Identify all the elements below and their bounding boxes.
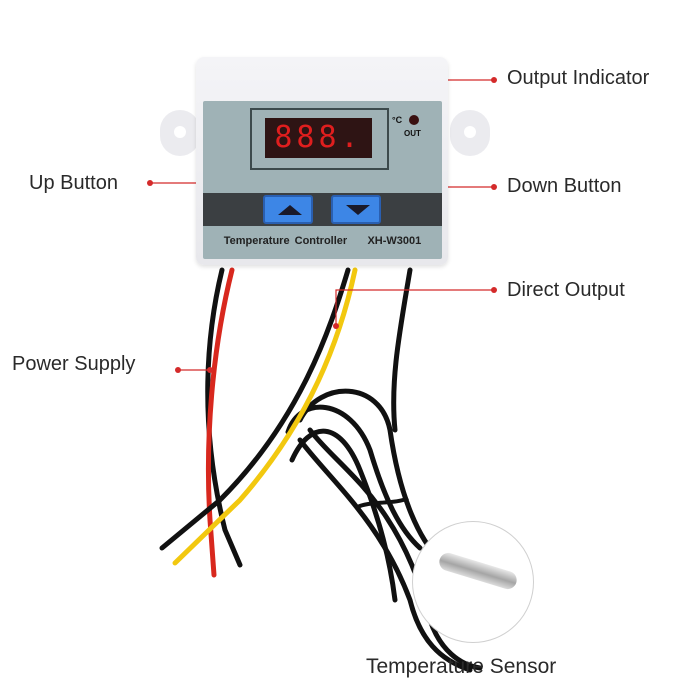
triangle-down-icon	[346, 205, 370, 215]
label-down-button: Down Button	[507, 175, 622, 197]
front-panel: 888. °C OUT Temperature Controller XH-W3…	[203, 101, 442, 259]
output-wire-yellow	[172, 267, 358, 566]
power-wire-red	[205, 267, 235, 578]
button-strip	[203, 193, 442, 226]
down-button[interactable]	[331, 195, 381, 224]
label-direct-output: Direct Output	[507, 279, 625, 301]
out-label: OUT	[404, 129, 421, 138]
display-frame: 888.	[250, 108, 389, 170]
device-name: Temperature Controller	[223, 235, 348, 247]
temperature-controller: 888. °C OUT Temperature Controller XH-W3…	[196, 57, 448, 265]
label-output-indicator: Output Indicator	[507, 67, 650, 89]
output-indicator-led	[409, 115, 419, 125]
label-power-supply: Power Supply	[12, 353, 136, 375]
label-up-button: Up Button	[29, 172, 118, 194]
mounting-ear-right	[450, 110, 490, 156]
triangle-up-icon	[278, 205, 302, 215]
label-temperature-sensor: Temperature Sensor	[366, 655, 557, 678]
unit-label: °C	[392, 115, 403, 125]
mounting-ear-left	[160, 110, 200, 156]
up-button[interactable]	[263, 195, 313, 224]
led-display: 888.	[265, 118, 372, 158]
output-wire-black	[159, 267, 351, 551]
device-model: XH-W3001	[367, 235, 422, 247]
power-wire-black	[205, 267, 243, 568]
model-text: Temperature Controller XH-W3001	[203, 235, 442, 247]
